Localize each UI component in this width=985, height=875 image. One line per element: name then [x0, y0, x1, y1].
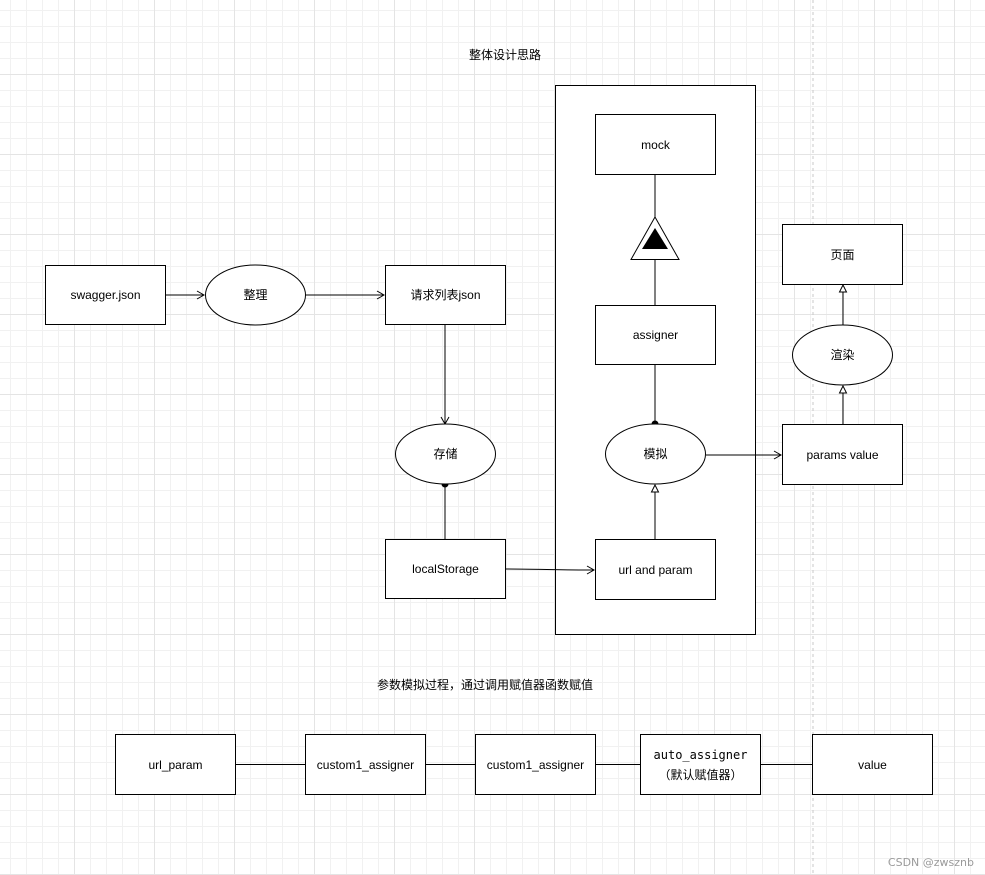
node-custom1-assigner-a-label: custom1_assigner	[317, 758, 414, 772]
node-render[interactable]: 渲染	[792, 324, 893, 386]
node-url-param[interactable]: url_param	[115, 734, 236, 795]
node-organize-label: 整理	[243, 287, 267, 302]
inheritance-triangle-inner	[642, 228, 668, 249]
node-auto-assigner-note: （默认赋值器）	[658, 767, 742, 782]
node-url-param-label: url_param	[148, 758, 202, 772]
node-custom1-assigner-b[interactable]: custom1_assigner	[475, 734, 596, 795]
node-store[interactable]: 存储	[395, 423, 496, 485]
node-simulate-label: 模拟	[643, 447, 667, 461]
node-swagger-json[interactable]: swagger.json	[45, 265, 166, 325]
node-mock[interactable]: mock	[595, 114, 716, 175]
node-value[interactable]: value	[812, 734, 933, 795]
node-auto-assigner-label: auto_assigner	[654, 748, 748, 762]
node-params-value-label: params value	[806, 448, 878, 462]
node-assigner-label: assigner	[633, 328, 678, 342]
node-local-storage[interactable]: localStorage	[385, 539, 506, 599]
edge-localstorage-to-url-param	[504, 565, 596, 575]
node-params-value[interactable]: params value	[782, 424, 903, 485]
node-store-label: 存储	[433, 446, 457, 461]
node-custom1-assigner-a[interactable]: custom1_assigner	[305, 734, 426, 795]
node-swagger-json-label: swagger.json	[70, 288, 140, 302]
node-mock-label: mock	[641, 138, 671, 152]
node-render-label: 渲染	[830, 347, 854, 362]
node-organize[interactable]: 整理	[205, 264, 306, 326]
watermark: CSDN @zwsznb	[888, 856, 974, 869]
node-local-storage-label: localStorage	[412, 562, 479, 576]
node-url-and-param-label: url and param	[618, 563, 692, 577]
node-value-label: value	[858, 758, 887, 772]
node-auto-assigner[interactable]: auto_assigner （默认赋值器）	[640, 734, 761, 795]
node-simulate[interactable]: 模拟	[605, 423, 706, 485]
node-url-and-param[interactable]: url and param	[595, 539, 716, 600]
diagram-subtitle: 参数模拟过程，通过调用赋值器函数赋值	[377, 677, 593, 692]
diagram-title: 整体设计思路	[469, 47, 541, 62]
node-page[interactable]: 页面	[782, 224, 903, 285]
node-assigner[interactable]: assigner	[595, 305, 716, 365]
node-request-list-json[interactable]: 请求列表json	[385, 265, 506, 325]
node-request-list-json-label: 请求列表json	[410, 288, 480, 302]
node-custom1-assigner-b-label: custom1_assigner	[487, 758, 584, 772]
node-page-label: 页面	[830, 248, 854, 262]
